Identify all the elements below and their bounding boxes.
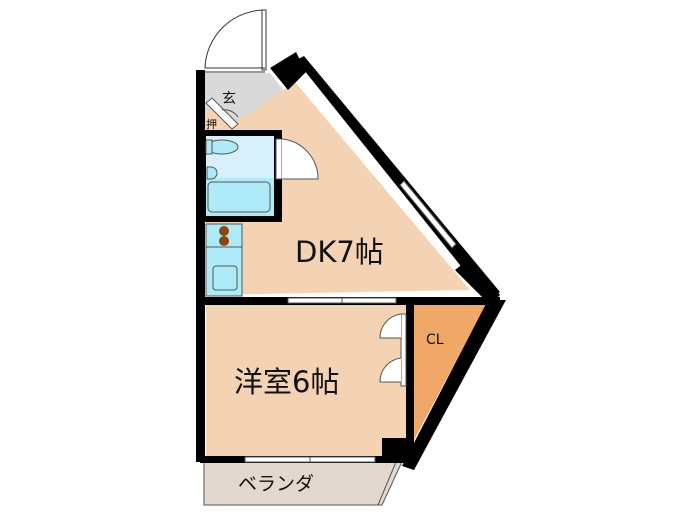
windows: [244, 180, 457, 463]
stove-icon: [219, 236, 229, 246]
kitchen: [205, 223, 243, 297]
entry-door: [204, 9, 267, 73]
entrance-label: 玄: [222, 90, 236, 107]
western-floor: [206, 304, 408, 456]
entrance-door: [205, 97, 239, 130]
dk-label: DK7帖: [295, 235, 384, 269]
bathroom: [200, 130, 319, 222]
cl-label: CL: [426, 332, 444, 348]
bath-door-swing: [281, 138, 319, 180]
sink-icon: [206, 166, 218, 180]
closet-doors: [379, 313, 407, 387]
veranda-label: ベランダ: [238, 473, 314, 495]
stove-icon: [219, 226, 229, 236]
western-room-label: 洋室6帖: [234, 365, 339, 399]
kitchen-sink-icon: [212, 265, 238, 291]
small-closet-label: 押: [206, 117, 217, 131]
